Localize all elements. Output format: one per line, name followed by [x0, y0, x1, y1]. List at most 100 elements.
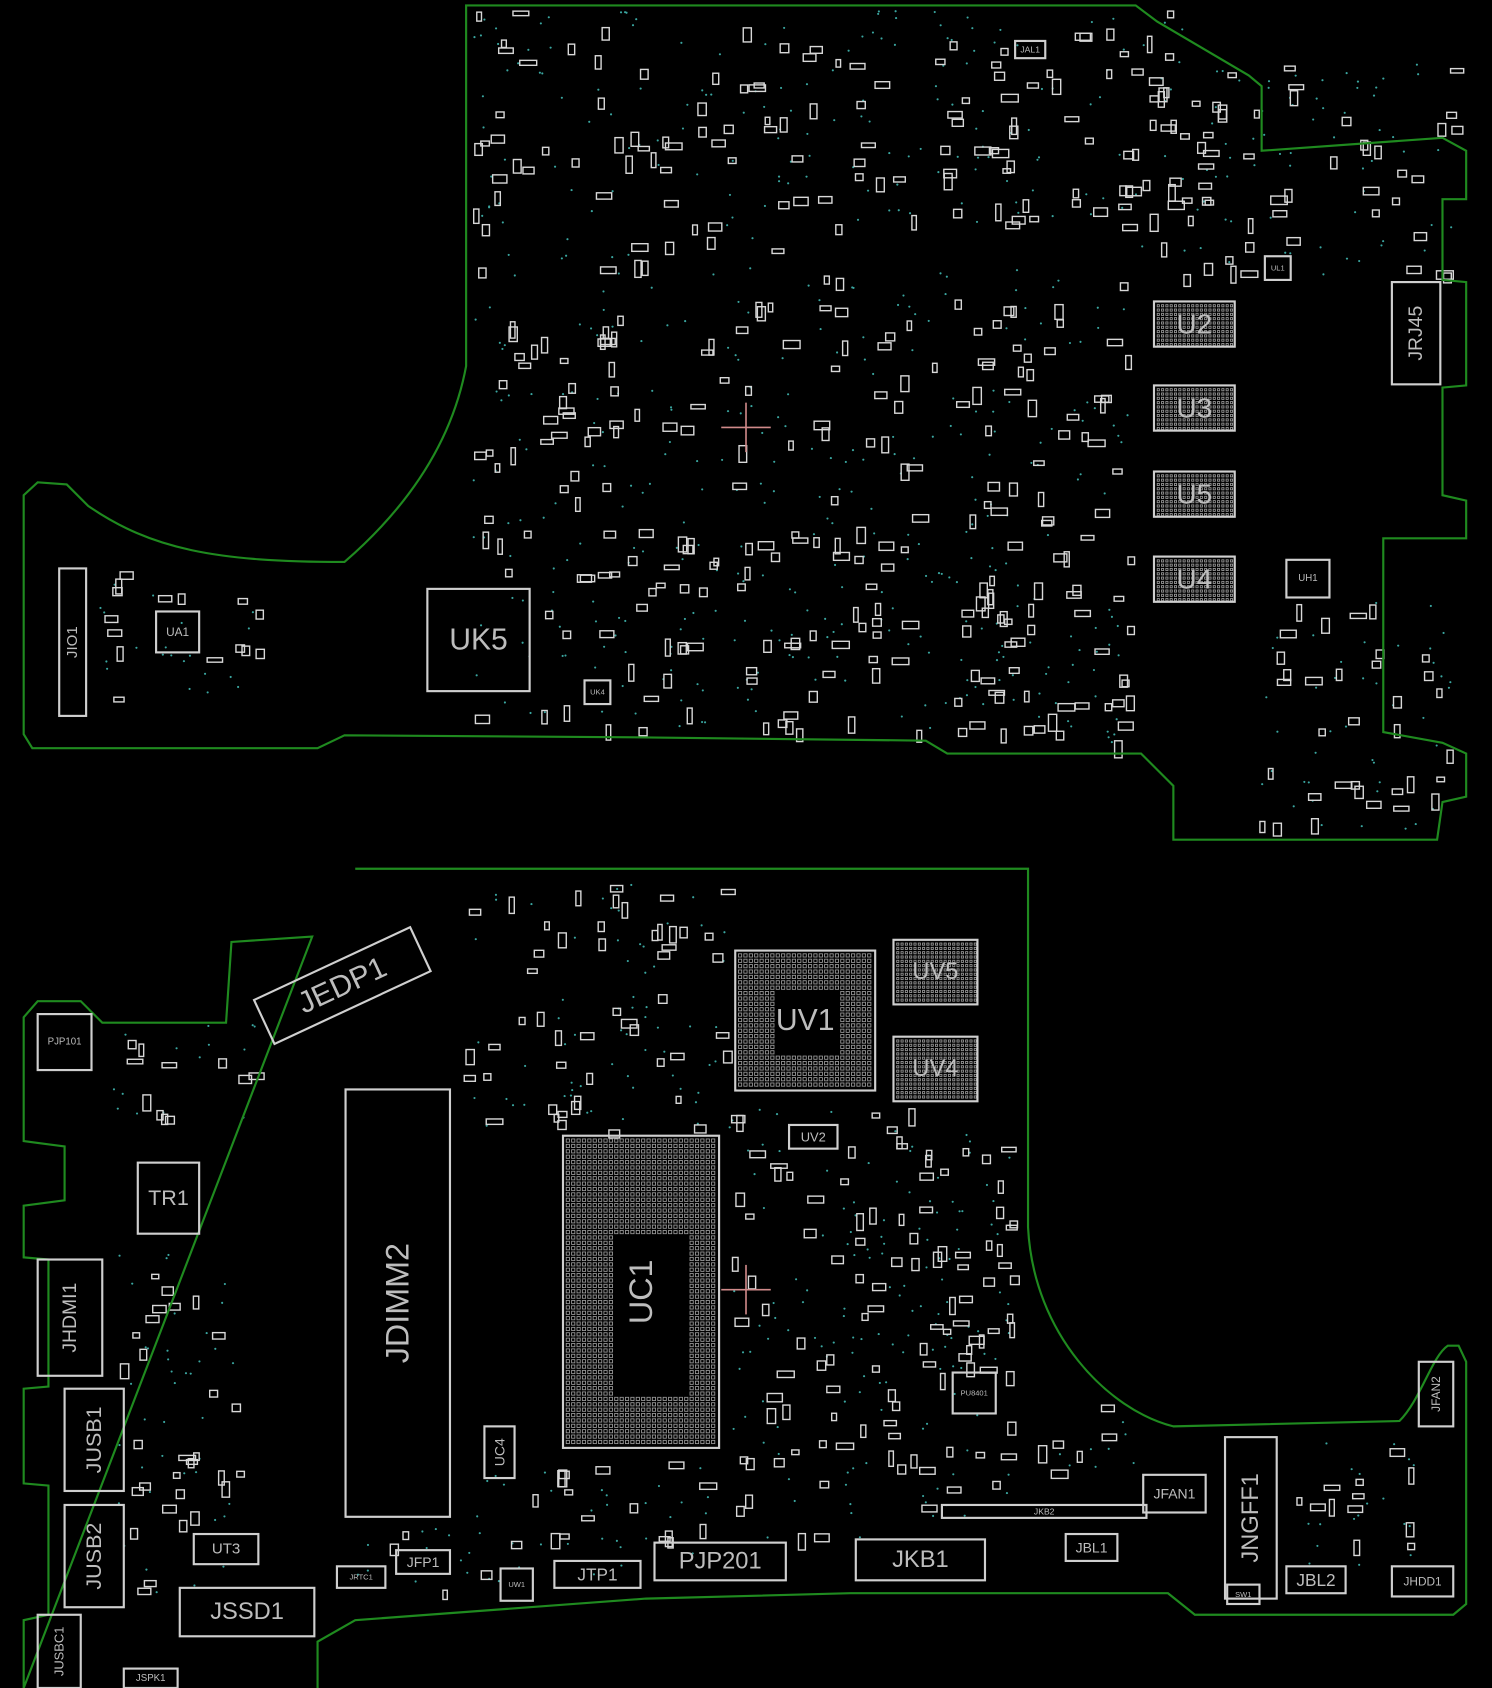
component-jkb2[interactable]: JKB2 — [940, 1503, 1148, 1519]
via — [1046, 533, 1050, 537]
component-uw1[interactable]: UW1 — [499, 1567, 534, 1602]
pad — [874, 602, 882, 617]
pad — [773, 1457, 785, 1468]
via — [852, 286, 855, 290]
component-ut3[interactable]: UT3 — [192, 1532, 260, 1566]
via — [818, 299, 821, 302]
component-jrtc1[interactable]: JRTC1 — [335, 1565, 387, 1589]
component-jusbc1[interactable]: JUSBC1 — [36, 1613, 82, 1688]
component-jbl2[interactable]: JBL2 — [1285, 1565, 1347, 1595]
pad — [739, 1456, 749, 1465]
pad — [1123, 150, 1135, 160]
via — [1340, 660, 1343, 664]
via — [670, 408, 673, 411]
via — [1321, 79, 1324, 82]
component-ul1[interactable]: UL1 — [1263, 255, 1292, 282]
component-jspk1[interactable]: JSPK1 — [122, 1667, 179, 1688]
via — [1294, 74, 1297, 77]
pad — [1072, 188, 1080, 199]
component-jedp1[interactable]: JEDP1 — [252, 925, 433, 1046]
pad — [488, 1043, 501, 1051]
pad — [192, 1295, 200, 1310]
component-jusb2[interactable]: JUSB2 — [63, 1503, 125, 1609]
component-jfan1[interactable]: JFAN1 — [1142, 1473, 1207, 1514]
component-ua1[interactable]: UA1 — [155, 610, 201, 654]
via — [924, 1501, 927, 1504]
component-tr1[interactable]: TR1 — [136, 1161, 201, 1235]
pad — [909, 1232, 919, 1245]
pad — [483, 1072, 492, 1081]
pad — [756, 306, 767, 322]
component-uk4[interactable]: UK4 — [583, 679, 612, 706]
pad — [891, 657, 910, 666]
component-pu8401[interactable]: PU8401 — [951, 1371, 997, 1415]
component-u3[interactable]: U3 — [1152, 384, 1236, 432]
component-u5[interactable]: U5 — [1152, 470, 1236, 518]
pad — [620, 1018, 638, 1029]
via — [1067, 681, 1070, 684]
component-uv1[interactable]: UV1 — [734, 949, 877, 1092]
via — [956, 155, 959, 158]
pad — [104, 615, 119, 624]
component-jtp1[interactable]: JTP1 — [553, 1559, 642, 1589]
component-uv2[interactable]: UV2 — [787, 1123, 839, 1150]
pad — [139, 1348, 148, 1361]
component-jal1[interactable]: JAL1 — [1014, 39, 1047, 60]
component-jdimm2[interactable]: JDIMM2 — [344, 1088, 452, 1518]
via — [763, 501, 766, 504]
via — [565, 254, 568, 257]
pad — [1046, 69, 1054, 79]
pad — [1005, 221, 1021, 230]
component-outline — [734, 949, 877, 1092]
component-jusb1[interactable]: JUSB1 — [63, 1387, 125, 1493]
component-jkb1[interactable]: JKB1 — [854, 1538, 987, 1582]
via — [507, 394, 510, 397]
via — [763, 105, 766, 108]
via — [1116, 624, 1119, 628]
via — [973, 49, 976, 52]
component-pjp101[interactable]: PJP101 — [36, 1013, 93, 1072]
component-jhdmi1[interactable]: JHDMI1 — [36, 1258, 104, 1377]
component-jfp1[interactable]: JFP1 — [395, 1549, 452, 1575]
via — [909, 1149, 912, 1153]
component-sw1[interactable]: SW1 — [1226, 1583, 1261, 1606]
via — [644, 971, 647, 974]
via — [691, 1552, 694, 1555]
via — [1404, 827, 1407, 830]
component-uc4[interactable]: UC4 — [483, 1425, 516, 1480]
pad — [1148, 77, 1164, 87]
component-uk5[interactable]: UK5 — [426, 587, 531, 693]
component-jhdd1[interactable]: JHDD1 — [1390, 1565, 1455, 1598]
via — [700, 924, 703, 927]
via — [663, 1050, 666, 1053]
via — [892, 435, 895, 438]
pad — [908, 1108, 916, 1127]
component-jfan2[interactable]: JFAN2 — [1417, 1360, 1455, 1428]
component-jbl1[interactable]: JBL1 — [1064, 1532, 1119, 1563]
via — [644, 1016, 647, 1019]
component-jrj45[interactable]: JRJ45 — [1390, 281, 1442, 386]
component-jssd1[interactable]: JSSD1 — [178, 1586, 316, 1638]
via — [1215, 70, 1219, 73]
component-pjp201[interactable]: PJP201 — [653, 1541, 787, 1582]
pad — [138, 1043, 145, 1058]
component-uc1[interactable]: UC1 — [561, 1134, 721, 1449]
via — [951, 103, 954, 106]
pad — [962, 1147, 970, 1157]
via — [928, 1200, 932, 1203]
component-u4[interactable]: U4 — [1152, 555, 1236, 603]
component-label: JSSD1 — [210, 1599, 284, 1625]
component-uh1[interactable]: UH1 — [1285, 558, 1331, 599]
pad — [819, 1480, 830, 1489]
component-jio1[interactable]: JIO1 — [58, 567, 88, 717]
component-uv5[interactable]: UV5 — [892, 938, 979, 1006]
via — [552, 590, 555, 594]
component-u2[interactable]: U2 — [1152, 300, 1236, 348]
pad — [985, 425, 993, 437]
via — [945, 275, 948, 278]
component-uv4[interactable]: UV4 — [892, 1035, 979, 1103]
via — [758, 1324, 761, 1327]
via — [960, 202, 963, 205]
component-jngff1[interactable]: JNGFF1 — [1223, 1436, 1278, 1600]
